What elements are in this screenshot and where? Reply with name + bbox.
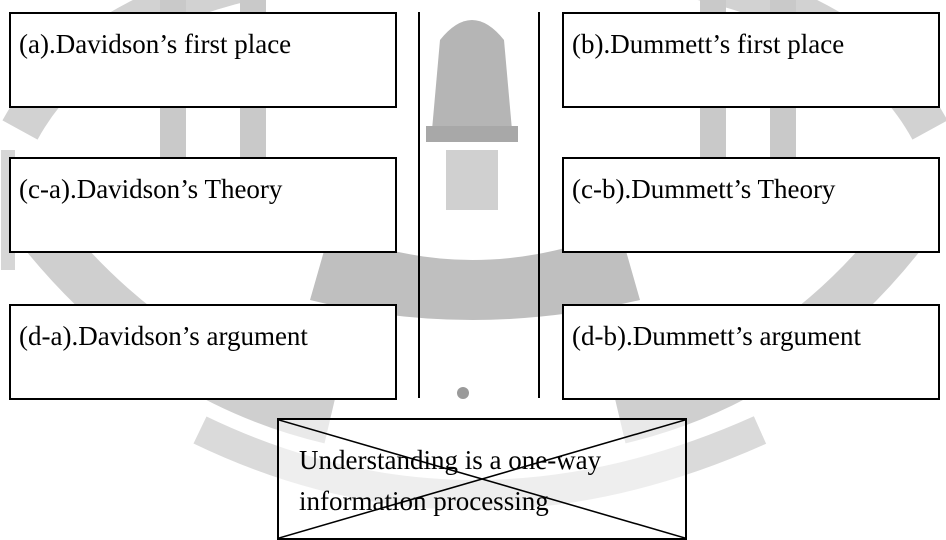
box-davidson-argument: (d-a).Davidson’s argument — [9, 304, 397, 400]
box-davidson-theory: (c-a).Davidson’s Theory — [9, 157, 397, 253]
box-davidson-first-place: (a).Davidson’s first place — [9, 12, 397, 108]
cross-mark — [279, 420, 685, 538]
box-dummett-theory: (c-b).Dummett’s Theory — [562, 157, 940, 253]
crossed-out-line-2: information processing — [299, 486, 549, 516]
divider-line-right — [538, 12, 540, 398]
box-dummett-first-place: (b).Dummett’s first place — [562, 12, 940, 108]
box-dummett-argument: (d-b).Dummett’s argument — [562, 304, 940, 400]
crossed-out-box: Understanding is a one-way information p… — [277, 418, 687, 540]
divider-line-left — [418, 12, 420, 398]
